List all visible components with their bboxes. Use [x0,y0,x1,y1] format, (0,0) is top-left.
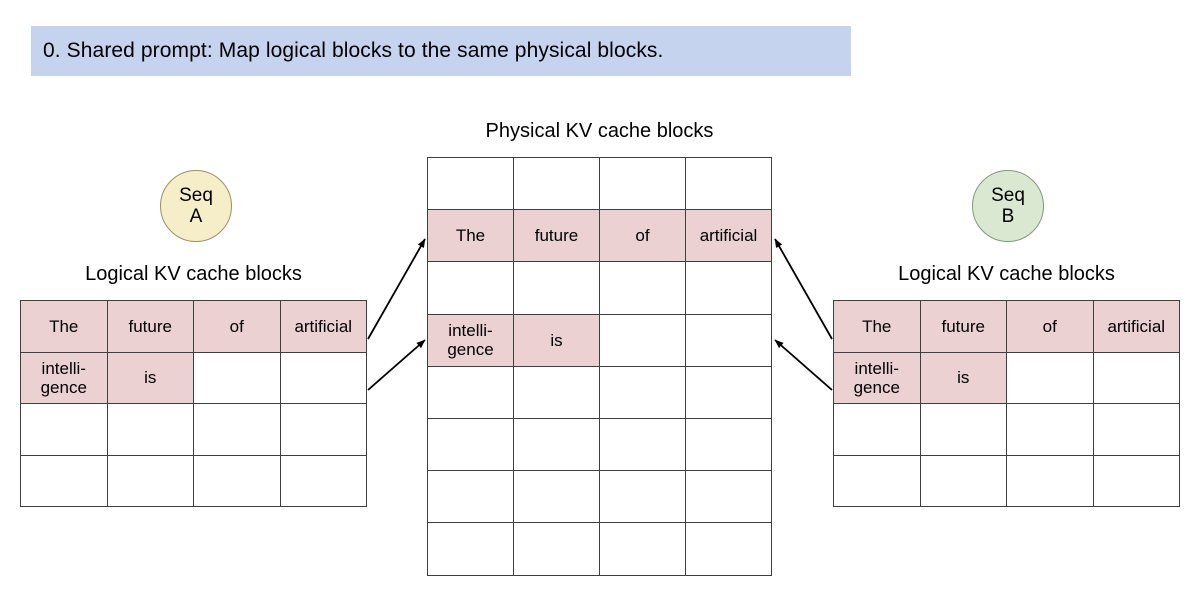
kv-cell-empty [513,156,600,211]
arrow-right-block1-to-physical-row4 [774,339,833,391]
kv-cell-empty [685,313,772,367]
kv-cell-empty [1092,351,1180,404]
kv-table-row [20,403,367,456]
logical-blocks-caption-right: Logical KV cache blocks [898,263,1115,285]
kv-cell-filled: future [106,300,194,353]
kv-cell-empty [20,454,108,507]
shared-prompt-banner: 0. Shared prompt: Map logical blocks to … [31,26,851,76]
kv-cell-empty [513,365,600,419]
kv-cell-filled: of [1006,300,1094,353]
kv-cell-empty [599,417,686,472]
physical-blocks-caption: Physical KV cache blocks [485,120,714,142]
kv-cell-filled: artificial [685,209,772,263]
kv-cell-empty [279,454,367,507]
kv-cell-empty [685,365,772,419]
kv-cell-empty [279,351,367,404]
kv-cell-empty [599,522,686,576]
kv-cell-empty [919,454,1007,507]
kv-cell-empty [599,261,686,315]
kv-cell-empty [513,417,600,472]
kv-cell-empty [685,417,772,472]
kv-cell-filled: The [833,300,921,353]
kv-table-row [833,454,1180,507]
kv-cell-empty [685,522,772,576]
kv-cell-filled: The [20,300,108,353]
logical-blocks-caption-left: Logical KV cache blocks [85,263,302,285]
kv-cell-filled: intelli-gence [427,313,514,367]
kv-cell-empty [685,261,772,315]
kv-cell-empty [427,261,514,315]
kv-cell-filled: future [513,209,600,263]
kv-table-row [427,470,772,524]
seq-a-label-line2: A [189,206,203,227]
arrow-left-block0-to-physical-row2 [367,238,426,340]
shared-prompt-text: 0. Shared prompt: Map logical blocks to … [43,39,664,62]
kv-cell-filled: is [919,351,1007,404]
kv-cell-filled: intelli-gence [833,351,921,404]
seq-b-label-line1: Seq [991,184,1025,206]
kv-cell-empty [193,454,281,507]
kv-cell-empty [513,470,600,524]
kv-cell-filled: of [193,300,281,353]
kv-cell-filled: of [599,209,686,263]
kv-cell-empty [20,403,108,456]
kv-cell-empty [833,403,921,456]
kv-cell-empty [1006,351,1094,404]
arrow-left-block1-to-physical-row4 [367,339,426,391]
kv-cell-empty [1006,454,1094,507]
kv-cell-empty [106,454,194,507]
kv-cell-filled: future [919,300,1007,353]
kv-cell-empty [427,417,514,472]
kv-cell-filled: is [106,351,194,404]
kv-table-row [427,365,772,419]
seq-a-label-line1: Seq [179,184,213,206]
kv-cell-empty [1092,454,1180,507]
kv-cell-empty [833,454,921,507]
kv-cell-empty [1092,403,1180,456]
kv-table-row [833,403,1180,456]
kv-table-row [427,522,772,576]
kv-cell-empty [599,313,686,367]
kv-cell-empty [685,470,772,524]
kv-cell-empty [599,156,686,211]
seq-a-badge: Seq A [160,170,232,242]
kv-cell-empty [513,261,600,315]
kv-cell-filled: intelli-gence [20,351,108,404]
kv-table-row [427,156,772,211]
kv-cell-filled: is [513,313,600,367]
kv-cell-empty [193,351,281,404]
kv-cell-filled: The [427,209,514,263]
kv-cell-empty [427,522,514,576]
arrow-right-block0-to-physical-row2 [774,238,833,340]
seq-b-label-line2: B [1001,206,1015,227]
kv-cell-filled: artificial [1092,300,1180,353]
kv-cell-empty [1006,403,1094,456]
kv-cell-empty [599,470,686,524]
kv-cell-empty [193,403,281,456]
kv-cell-empty [685,156,772,211]
kv-cell-empty [279,403,367,456]
kv-cell-empty [427,365,514,419]
kv-cell-empty [427,156,514,211]
kv-cell-filled: artificial [279,300,367,353]
kv-cell-empty [599,365,686,419]
kv-table-row [20,454,367,507]
kv-cell-empty [513,522,600,576]
seq-b-badge: Seq B [972,170,1044,242]
kv-table-row [427,261,772,315]
kv-cell-empty [106,403,194,456]
kv-cell-empty [427,470,514,524]
kv-table-row [427,417,772,472]
kv-cell-empty [919,403,1007,456]
